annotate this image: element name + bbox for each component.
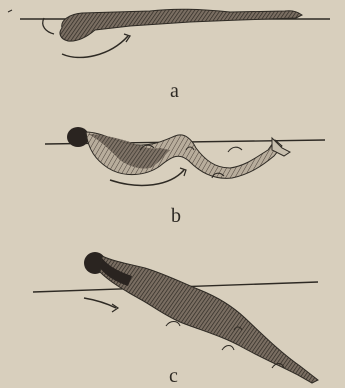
stroke-arrow-b3: [228, 147, 242, 152]
swimmer-body-a: [60, 9, 302, 41]
figure-c: [33, 252, 318, 383]
swimmer-body-c: [100, 256, 318, 383]
swimmer-head-b: [67, 127, 89, 147]
stroke-arrow-a1: [43, 18, 54, 34]
figure-label-c: c: [169, 365, 178, 388]
figure-b: [45, 127, 325, 185]
stroke-arrow-c2: [166, 322, 180, 327]
stroke-arrow-c1: [84, 298, 116, 308]
figure-label-a: a: [170, 80, 179, 103]
figure-label-b: b: [171, 205, 181, 228]
figure-a: [8, 9, 330, 57]
stroke-arrow-c3: [222, 346, 234, 351]
